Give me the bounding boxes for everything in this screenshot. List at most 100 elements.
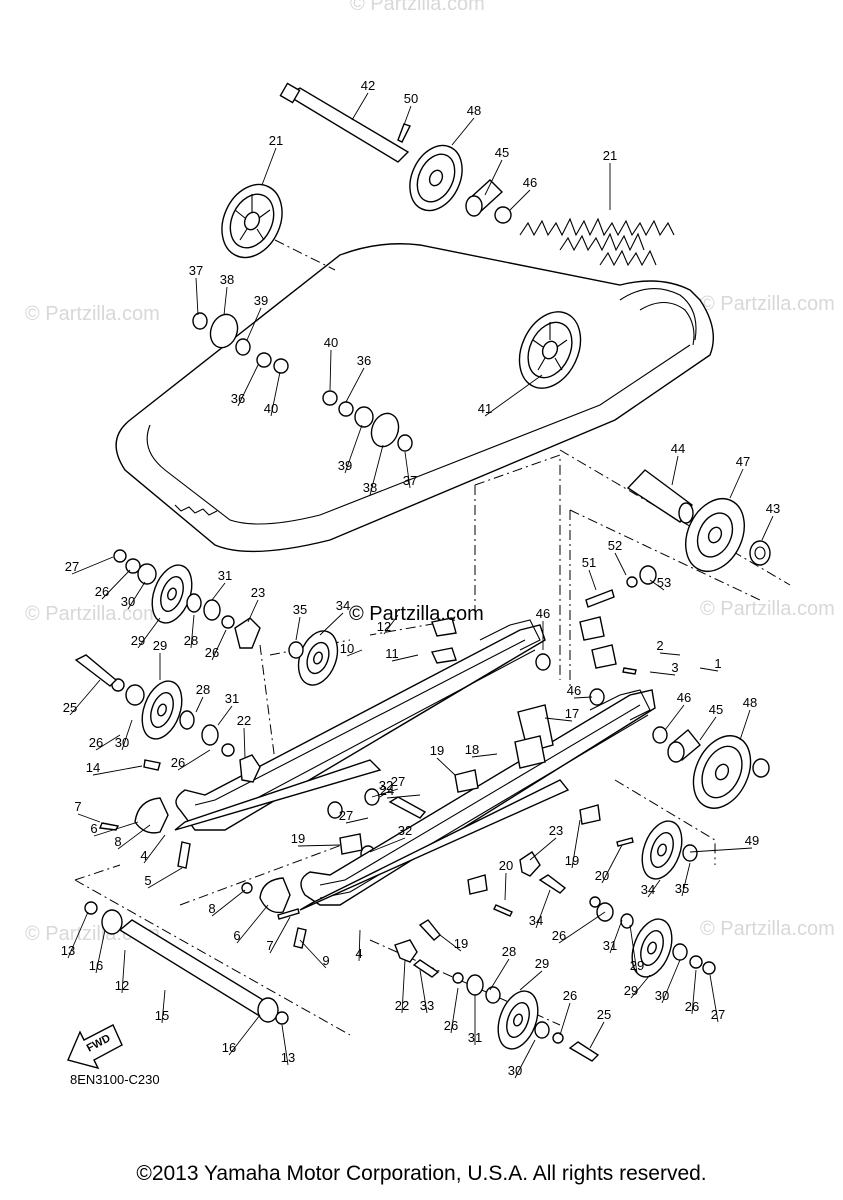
callout-number: 40 bbox=[324, 335, 338, 350]
callout-leader bbox=[659, 652, 681, 656]
callout-leader bbox=[588, 569, 597, 591]
callout-number: 31 bbox=[218, 568, 232, 583]
callout-leader bbox=[295, 616, 301, 641]
callout-leader bbox=[147, 867, 183, 889]
callout-number: 25 bbox=[597, 1007, 611, 1022]
callout-number: 29 bbox=[131, 633, 145, 648]
callout-leader bbox=[509, 189, 531, 211]
callout-number: 29 bbox=[153, 638, 167, 653]
callout-number: 39 bbox=[254, 293, 268, 308]
callout-number: 14 bbox=[86, 760, 100, 775]
callout-number: 38 bbox=[363, 480, 377, 495]
diagram-code: 8EN3100-C230 bbox=[70, 1072, 160, 1087]
callout-number: 30 bbox=[115, 735, 129, 750]
leader-lines bbox=[67, 92, 774, 1079]
callout-leader bbox=[489, 958, 510, 991]
callout-number: 47 bbox=[736, 454, 750, 469]
callout-leader bbox=[544, 717, 573, 722]
callout-number: 27 bbox=[711, 1007, 725, 1022]
wheel-29-right-upper bbox=[631, 918, 673, 978]
callout-number: 22 bbox=[237, 713, 251, 728]
callout-leader bbox=[246, 307, 262, 341]
callout-leader bbox=[95, 929, 106, 974]
callout-number: 28 bbox=[184, 633, 198, 648]
callout-leader bbox=[137, 617, 161, 649]
callout-leader bbox=[404, 451, 411, 489]
callout-number: 35 bbox=[293, 602, 307, 617]
callout-number: 27 bbox=[391, 774, 405, 789]
wheel-41-upper bbox=[221, 183, 283, 259]
wheel-29-left-lower bbox=[141, 680, 183, 740]
callout-number: 20 bbox=[499, 858, 513, 873]
wheel-34-lower bbox=[641, 820, 683, 880]
callout-leader bbox=[484, 159, 503, 196]
callout-leader bbox=[297, 844, 341, 847]
callout-number: 21 bbox=[603, 148, 617, 163]
watermark: © Partzilla.com bbox=[350, 0, 485, 15]
callout-number: 12 bbox=[115, 978, 129, 993]
callout-leader bbox=[269, 916, 291, 954]
callout-leader bbox=[386, 794, 421, 799]
collar-45-upper bbox=[465, 179, 504, 217]
callout-leader bbox=[451, 117, 475, 146]
track-belt bbox=[115, 217, 714, 553]
slide-rail-left bbox=[174, 619, 546, 831]
callout-number: 41 bbox=[478, 401, 492, 416]
callout-number: 36 bbox=[357, 353, 371, 368]
callout-leader bbox=[223, 286, 228, 316]
callout-number: 28 bbox=[502, 944, 516, 959]
callout-number: 46 bbox=[523, 175, 537, 190]
callout-number: 12 bbox=[377, 619, 391, 634]
callout-number: 26 bbox=[444, 1018, 458, 1033]
callout-number: 4 bbox=[355, 946, 362, 961]
callout-leader bbox=[67, 911, 89, 959]
callout-number: 27 bbox=[65, 559, 79, 574]
callout-leader bbox=[247, 599, 259, 623]
callout-leader bbox=[558, 911, 606, 944]
wheel-47 bbox=[685, 498, 745, 572]
callout-number: 39 bbox=[338, 458, 352, 473]
callout-leader bbox=[403, 105, 412, 126]
callout-number: 34 bbox=[336, 598, 350, 613]
callout-number: 25 bbox=[63, 700, 77, 715]
callout-leader bbox=[329, 349, 332, 391]
callout-leader bbox=[419, 969, 428, 1014]
callout-leader bbox=[699, 716, 717, 741]
callout-number: 48 bbox=[743, 695, 757, 710]
shaft-15 bbox=[101, 909, 279, 1023]
callout-leader bbox=[471, 753, 498, 758]
callout-leader bbox=[504, 872, 507, 901]
shaft-42 bbox=[279, 82, 410, 163]
callout-leader bbox=[369, 837, 406, 853]
callout-number: 2 bbox=[656, 638, 663, 653]
callout-leader bbox=[211, 582, 226, 601]
callout-leader bbox=[484, 374, 543, 417]
callout-leader bbox=[101, 569, 131, 600]
callout-number: 23 bbox=[549, 823, 563, 838]
callout-leader bbox=[358, 929, 361, 962]
callout-number: 26 bbox=[95, 584, 109, 599]
callout-number: 51 bbox=[582, 555, 596, 570]
collar-45-lower bbox=[667, 729, 701, 763]
callout-number: 30 bbox=[121, 594, 135, 609]
callout-number: 48 bbox=[467, 103, 481, 118]
wheel-48-upper bbox=[409, 144, 463, 212]
callout-number: 29 bbox=[630, 958, 644, 973]
callout-number: 8 bbox=[114, 834, 121, 849]
callout-leader bbox=[270, 371, 281, 417]
callout-leader bbox=[661, 959, 681, 1004]
callout-number: 45 bbox=[495, 145, 509, 160]
callout-number: 53 bbox=[657, 575, 671, 590]
callout-leader bbox=[190, 614, 195, 649]
callout-number: 30 bbox=[508, 1063, 522, 1078]
callout-leader bbox=[379, 792, 387, 798]
callout-number: 8 bbox=[208, 901, 215, 916]
callout-number: 46 bbox=[677, 690, 691, 705]
callout-number: 32 bbox=[398, 823, 412, 838]
callout-leader bbox=[601, 844, 623, 884]
callout-number: 26 bbox=[89, 735, 103, 750]
callout-leader bbox=[671, 455, 679, 486]
callout-leader bbox=[195, 696, 204, 713]
wheel-41-track bbox=[518, 311, 582, 389]
callout-leader bbox=[664, 704, 685, 731]
